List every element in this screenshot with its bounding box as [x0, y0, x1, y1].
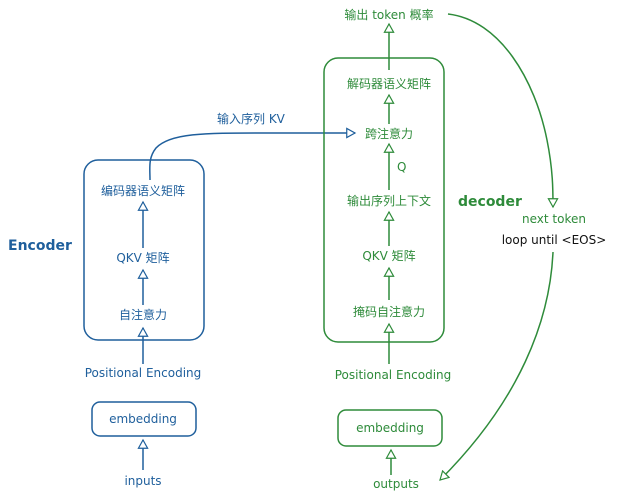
- arrow-kv-to-cross-attention: [149, 133, 355, 181]
- encoder-inputs-label: inputs: [124, 474, 162, 488]
- encoder-embedding-box: [91, 401, 197, 437]
- encoder-title: Encoder: [8, 238, 72, 254]
- decoder-block: [323, 57, 445, 343]
- token-probability-node: 输出 token 概率: [344, 8, 434, 22]
- decoder-qkv-node: QKV 矩阵: [362, 249, 416, 263]
- arrow-token-prob-to-next-token: [447, 13, 553, 207]
- decoder-outputs-label: outputs: [373, 477, 419, 491]
- decoder-embedding-box: [337, 409, 443, 447]
- encoder-qkv-node: QKV 矩阵: [116, 251, 170, 265]
- decoder-positional-encoding: Positional Encoding: [334, 368, 452, 382]
- masked-attention-node: 掩码自注意力: [352, 305, 426, 319]
- encoder-embedding-node: embedding: [109, 412, 177, 426]
- decoder-semantic-matrix-node: 解码器语义矩阵: [346, 77, 432, 91]
- loop-until-eos-label: loop until <EOS>: [501, 233, 607, 247]
- cross-attention-node: 跨注意力: [364, 127, 414, 141]
- encoder-block: [83, 159, 205, 341]
- q-edge-label: Q: [397, 160, 407, 174]
- encoder-self-attention-node: 自注意力: [118, 308, 168, 322]
- encoder-output-matrix-node: 编码器语义矩阵: [100, 184, 186, 198]
- decoder-embedding-node: embedding: [356, 421, 424, 435]
- arrow-loop-to-outputs: [440, 251, 554, 480]
- kv-edge-label: 输入序列 KV: [217, 112, 285, 126]
- decoder-title: decoder: [458, 194, 522, 210]
- encoder-positional-encoding: Positional Encoding: [84, 366, 202, 380]
- next-token-label: next token: [522, 212, 586, 226]
- decoder-context-node: 输出序列上下文: [346, 194, 432, 208]
